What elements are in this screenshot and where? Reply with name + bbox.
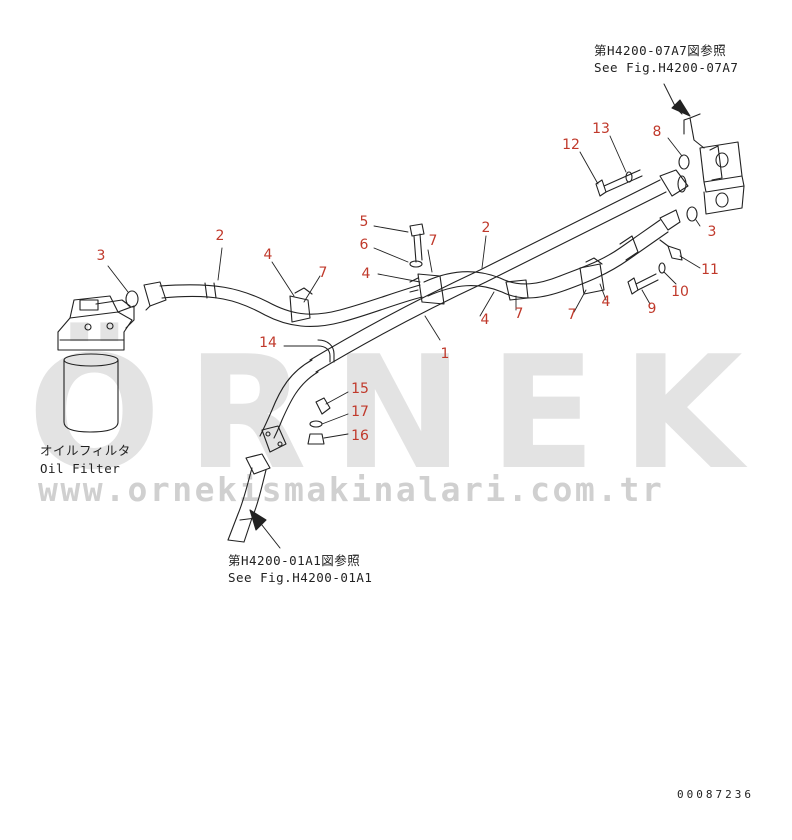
callout-4-c: 4 xyxy=(480,312,490,328)
watermark-brand: ÖRNEK xyxy=(28,322,769,504)
reference-bottom-jp: 第H4200-01A1図参照 xyxy=(228,553,361,568)
oil-filter-label-en: Oil Filter xyxy=(40,461,121,476)
callout-8: 8 xyxy=(652,124,662,140)
callout-2-right: 2 xyxy=(481,220,491,236)
hose-lower-left xyxy=(227,467,267,543)
callout-7-c: 7 xyxy=(514,306,524,322)
callout-10: 10 xyxy=(671,284,689,300)
callout-9: 9 xyxy=(647,301,657,317)
callout-1: 1 xyxy=(440,346,450,362)
reference-top-right-en: See Fig.H4200-07A7 xyxy=(594,60,739,75)
callout-4-d: 4 xyxy=(601,294,611,310)
callout-2-left: 2 xyxy=(215,228,225,244)
hose-2-right xyxy=(423,271,567,299)
callout-16: 16 xyxy=(351,428,369,444)
callout-5: 5 xyxy=(359,214,369,230)
callout-15: 15 xyxy=(351,381,369,397)
valve-block xyxy=(683,113,745,215)
callout-4-a: 4 xyxy=(263,247,273,263)
callout-7-d: 7 xyxy=(567,307,577,323)
reference-bottom-en: See Fig.H4200-01A1 xyxy=(228,570,373,585)
callout-12: 12 xyxy=(562,137,580,153)
callout-6: 6 xyxy=(359,237,369,253)
callout-3-right: 3 xyxy=(707,224,717,240)
callout-7-a: 7 xyxy=(318,265,328,281)
oil-filter xyxy=(57,295,135,433)
callout-3-left: 3 xyxy=(96,248,106,264)
callout-4-b: 4 xyxy=(361,266,371,282)
callout-11: 11 xyxy=(701,262,719,278)
document-number: 00087236 xyxy=(677,788,754,801)
callout-17: 17 xyxy=(351,404,369,420)
callout-7-b: 7 xyxy=(428,233,438,249)
callout-14: 14 xyxy=(259,335,277,351)
hose-right xyxy=(559,219,669,291)
watermark-url: www.ornekismakinalari.com.tr xyxy=(38,470,665,509)
hose-2-left xyxy=(159,282,423,327)
callout-13: 13 xyxy=(592,121,610,137)
oil-filter-label-jp: オイルフィルタ xyxy=(40,443,131,458)
reference-top-right-jp: 第H4200-07A7図参照 xyxy=(594,43,727,58)
